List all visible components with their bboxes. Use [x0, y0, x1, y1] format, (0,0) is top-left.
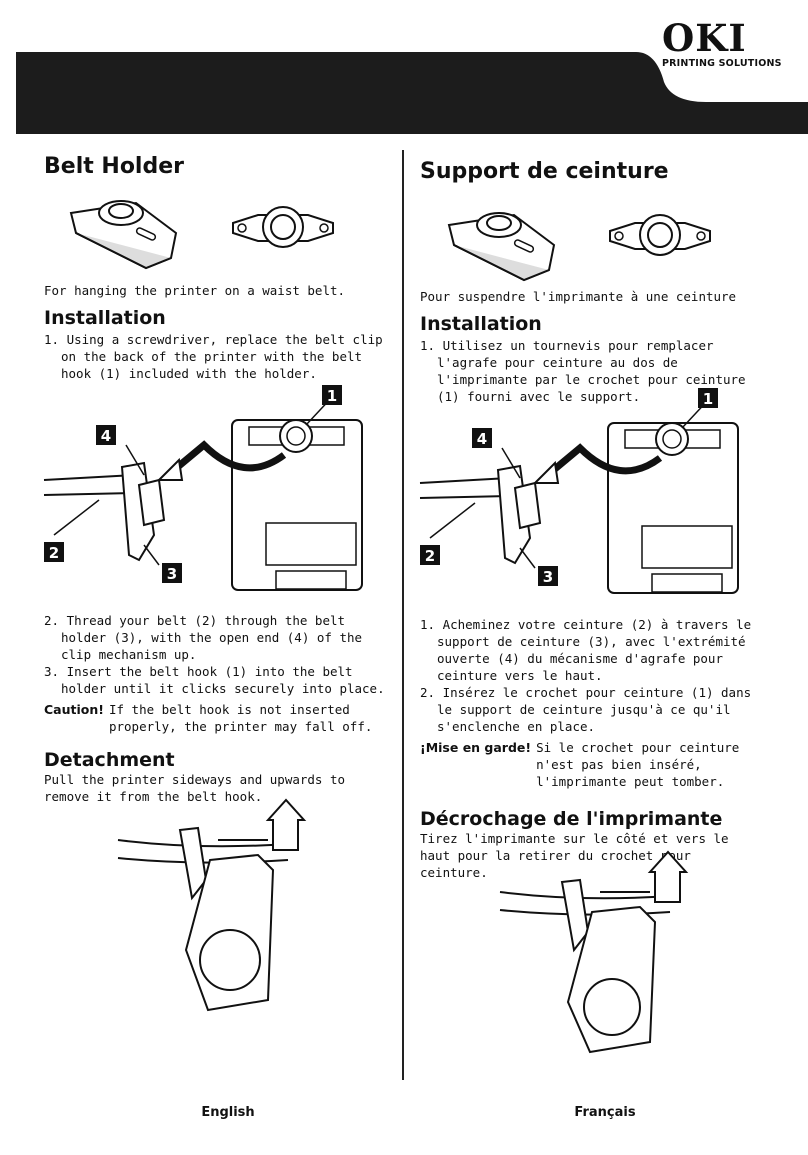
oki-logo: OKI PRINTING SOLUTIONS — [662, 18, 782, 69]
english-caution-label: Caution! — [44, 702, 104, 717]
brand-subtitle: PRINTING SOLUTIONS — [662, 58, 782, 69]
english-detachment-diagram — [117, 798, 307, 1012]
english-detachment-heading: Detachment — [44, 749, 175, 771]
callout-4: 4 — [101, 427, 111, 445]
french-column: Support de ceinture — [420, 159, 770, 184]
french-belt-holder-illustration — [447, 212, 556, 282]
english-steps-block: 2. Thread your belt (2) through the belt… — [44, 612, 389, 805]
french-step-3: 2. Insérez le crochet pour ceinture (1) … — [420, 685, 752, 734]
french-footer: Français — [574, 1105, 636, 1120]
english-title: Belt Holder — [44, 154, 184, 179]
french-caution: ¡Mise en garde! Si le crochet pour ceint… — [420, 739, 765, 790]
french-intro-block: Pour suspendre l'imprimante à une ceintu… — [420, 288, 765, 405]
belt-hook-illustration — [232, 206, 334, 248]
french-callout-2: 2 — [425, 547, 435, 565]
french-caution-label: ¡Mise en garde! — [420, 740, 532, 755]
french-step-2: 1. Acheminez votre ceinture (2) à traver… — [420, 617, 752, 683]
english-step-2: 2. Thread your belt (2) through the belt… — [44, 613, 363, 662]
french-caution-text: Si le crochet pour ceinture n'est pas bi… — [536, 740, 740, 789]
english-column: Belt Holder — [44, 154, 394, 179]
french-belt-hook-illustration — [609, 214, 711, 256]
english-intro-block: For hanging the printer on a waist belt.… — [44, 282, 394, 382]
french-title: Support de ceinture — [420, 159, 669, 184]
english-step-3: 3. Insert the belt hook (1) into the bel… — [44, 664, 385, 696]
french-detachment-diagram — [499, 850, 689, 1054]
belt-holder-illustration — [69, 200, 178, 270]
english-installation-heading: Installation — [44, 307, 166, 329]
english-caution-text: If the belt hook is not inserted properl… — [108, 702, 373, 734]
english-step-1: 1. Using a screwdriver, replace the belt… — [44, 332, 383, 381]
english-footer: English — [201, 1105, 255, 1120]
callout-3: 3 — [167, 565, 177, 583]
french-step-1: 1. Utilisez un tournevis pour remplacer … — [420, 338, 746, 404]
english-installation-diagram: 1 2 3 4 — [43, 385, 363, 591]
french-detachment-text: Tirez l'imprimante sur le côté et vers l… — [420, 831, 729, 880]
french-detachment-heading: Décrochage de l'imprimante — [420, 808, 723, 830]
callout-2: 2 — [49, 544, 59, 562]
english-intro: For hanging the printer on a waist belt. — [44, 283, 346, 298]
english-detachment-text: Pull the printer sideways and upwards to… — [44, 772, 346, 804]
english-caution: Caution! If the belt hook is not inserte… — [44, 701, 389, 735]
column-divider — [402, 150, 404, 1080]
french-callout-3: 3 — [543, 568, 553, 586]
french-installation-heading: Installation — [420, 313, 542, 335]
brand-name: OKI — [662, 16, 747, 60]
french-installation-diagram: 1 2 3 4 — [419, 388, 739, 594]
french-intro: Pour suspendre l'imprimante à une ceintu… — [420, 289, 737, 304]
header-banner — [16, 52, 808, 134]
french-steps-block: 1. Acheminez votre ceinture (2) à traver… — [420, 616, 765, 881]
french-callout-4: 4 — [477, 430, 487, 448]
french-callout-1: 1 — [703, 390, 713, 408]
callout-1: 1 — [327, 387, 337, 405]
